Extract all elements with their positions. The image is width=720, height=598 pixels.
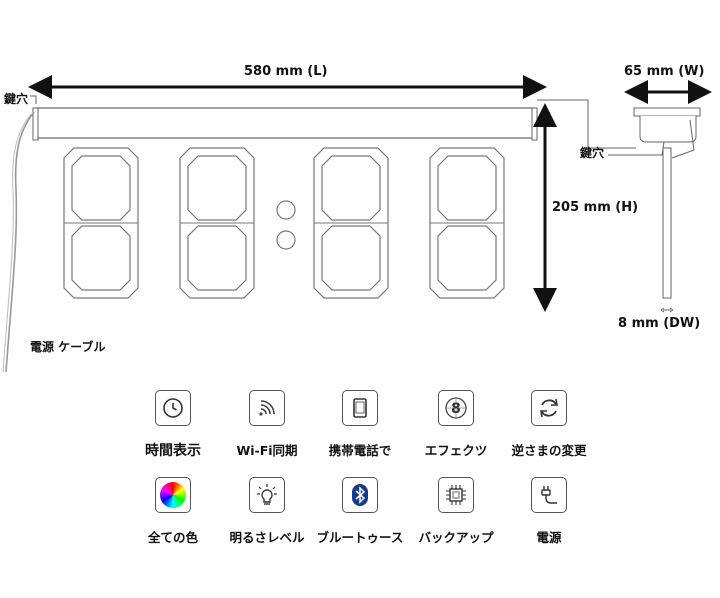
mounting-bar bbox=[35, 107, 535, 139]
feature-label: 逆さまの変更 bbox=[511, 443, 587, 458]
digit-outline-2 bbox=[179, 147, 255, 299]
width-label: 65 mm (W) bbox=[624, 64, 705, 79]
feature-backup: バックアップ bbox=[411, 477, 501, 546]
keyhole-left-label: 鍵穴 bbox=[4, 92, 29, 106]
phone-icon bbox=[342, 390, 378, 426]
height-label: 205 mm (H) bbox=[552, 200, 639, 215]
side-view-body bbox=[662, 147, 672, 299]
color-wheel-icon bbox=[155, 477, 191, 513]
power-cable-line bbox=[5, 111, 35, 373]
digit-outline-4 bbox=[429, 147, 505, 299]
feature-label: 明るさレベル bbox=[229, 530, 305, 545]
feature-time-display: 時間表示 bbox=[128, 390, 218, 460]
colon-dot-bottom bbox=[276, 230, 296, 250]
colon-dot-top bbox=[276, 200, 296, 220]
feature-label: Wi-Fi同期 bbox=[236, 443, 298, 458]
feature-label: 携帯電話で bbox=[328, 443, 392, 458]
feature-phone-control: 携帯電話で bbox=[315, 390, 405, 459]
clock-icon bbox=[155, 390, 191, 426]
chip-icon bbox=[438, 477, 474, 513]
feature-power: 電源 bbox=[504, 477, 594, 546]
wifi-icon bbox=[249, 390, 285, 426]
feature-all-colors: 全ての色 bbox=[128, 477, 218, 546]
feature-flip: 逆さまの変更 bbox=[504, 390, 594, 459]
feature-label: 電源 bbox=[536, 530, 562, 545]
power-cable-label: 電源 ケーブル bbox=[30, 340, 106, 354]
feature-label: ブルートゥース bbox=[316, 530, 404, 545]
digit-outline-1 bbox=[63, 147, 139, 299]
bulb-icon bbox=[249, 477, 285, 513]
feature-label: 時間表示 bbox=[145, 443, 201, 459]
digit-outline-3 bbox=[313, 147, 389, 299]
keyhole-right-label: 鍵穴 bbox=[580, 146, 605, 160]
feature-effects: 8 エフェクツ bbox=[411, 390, 501, 459]
feature-wifi-sync: Wi-Fi同期 bbox=[222, 390, 312, 459]
rotate-icon bbox=[531, 390, 567, 426]
feature-label: エフェクツ bbox=[424, 443, 488, 458]
length-label: 580 mm (L) bbox=[244, 64, 328, 79]
feature-bluetooth: ブルートゥース bbox=[315, 477, 405, 546]
plug-icon bbox=[531, 477, 567, 513]
bluetooth-icon bbox=[342, 477, 378, 513]
feature-label: 全ての色 bbox=[147, 530, 198, 545]
svg-text:8: 8 bbox=[451, 401, 461, 417]
feature-label: バックアップ bbox=[418, 530, 494, 545]
feature-brightness: 明るさレベル bbox=[222, 477, 312, 546]
effects-icon: 8 bbox=[438, 390, 474, 426]
depth-label: 8 mm (DW) bbox=[618, 316, 701, 331]
side-view-bracket bbox=[633, 107, 701, 117]
